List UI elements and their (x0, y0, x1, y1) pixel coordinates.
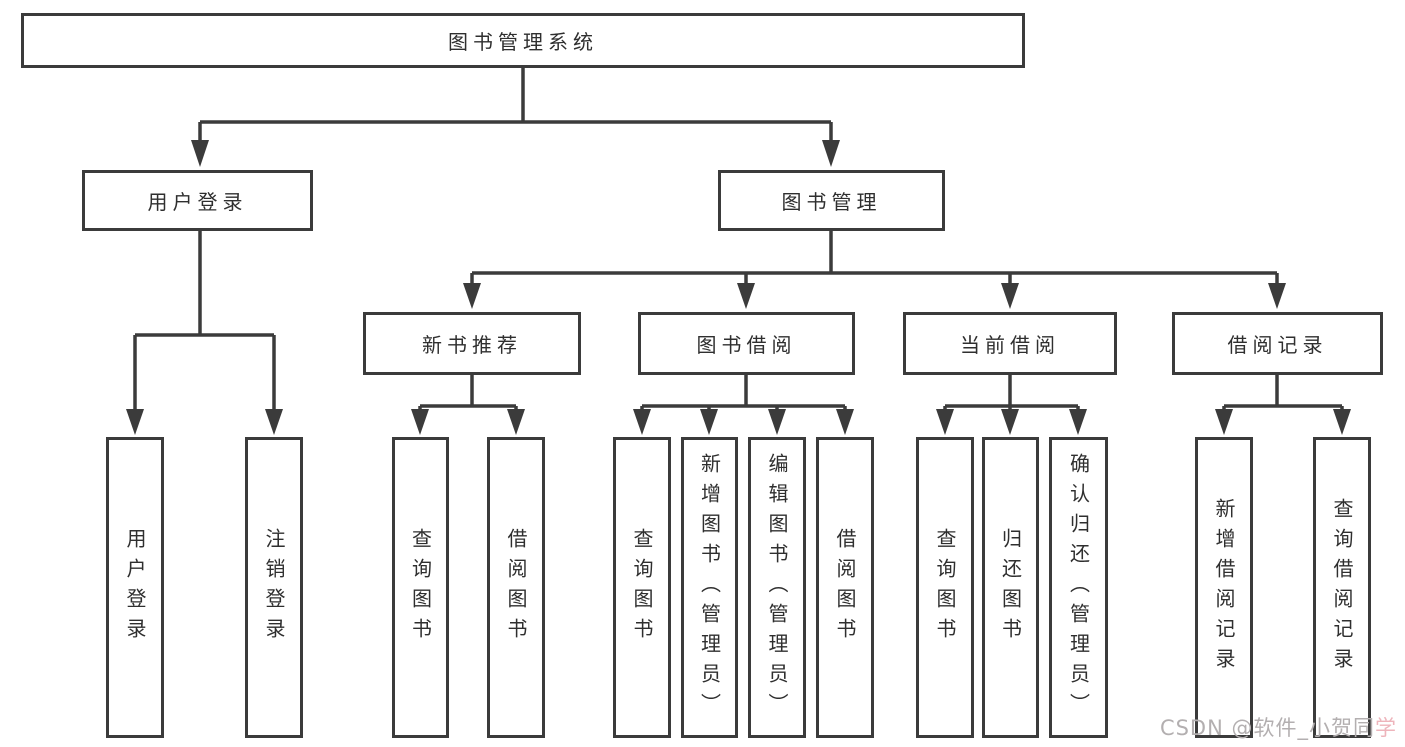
node-root: 图书管理系统 (21, 13, 1025, 68)
leaf-query-books-borrow: 查询图书 (613, 437, 671, 738)
node-new-book-recommend: 新书推荐 (363, 312, 581, 375)
leaf-query-books-current: 查询图书 (916, 437, 974, 738)
leaf-query-books-recommend: 查询图书 (392, 437, 449, 738)
node-borrow-records: 借阅记录 (1172, 312, 1383, 375)
watermark: CSDN @软件_小贺同学 (1160, 712, 1397, 742)
leaf-logout-login: 注销登录 (245, 437, 303, 738)
leaf-borrow-books: 借阅图书 (816, 437, 874, 738)
leaf-edit-books-admin: 编辑图书（管理员） (748, 437, 806, 738)
node-book-borrow: 图书借阅 (638, 312, 855, 375)
leaf-return-books: 归还图书 (982, 437, 1039, 738)
watermark-gray-text: CSDN @软件_小贺同 (1159, 716, 1375, 740)
leaf-borrow-books-recommend: 借阅图书 (487, 437, 545, 738)
node-current-borrow: 当前借阅 (903, 312, 1117, 375)
node-book-management: 图书管理 (718, 170, 945, 231)
leaf-query-borrow-record: 查询借阅记录 (1313, 437, 1371, 738)
leaf-confirm-return-admin: 确认归还（管理员） (1049, 437, 1108, 738)
leaf-add-books-admin: 新增图书（管理员） (681, 437, 738, 738)
leaf-user-login: 用户登录 (106, 437, 164, 738)
leaf-add-borrow-record: 新增借阅记录 (1195, 437, 1253, 738)
watermark-pink-text: 学 (1375, 716, 1397, 740)
node-user-login: 用户登录 (82, 170, 313, 231)
